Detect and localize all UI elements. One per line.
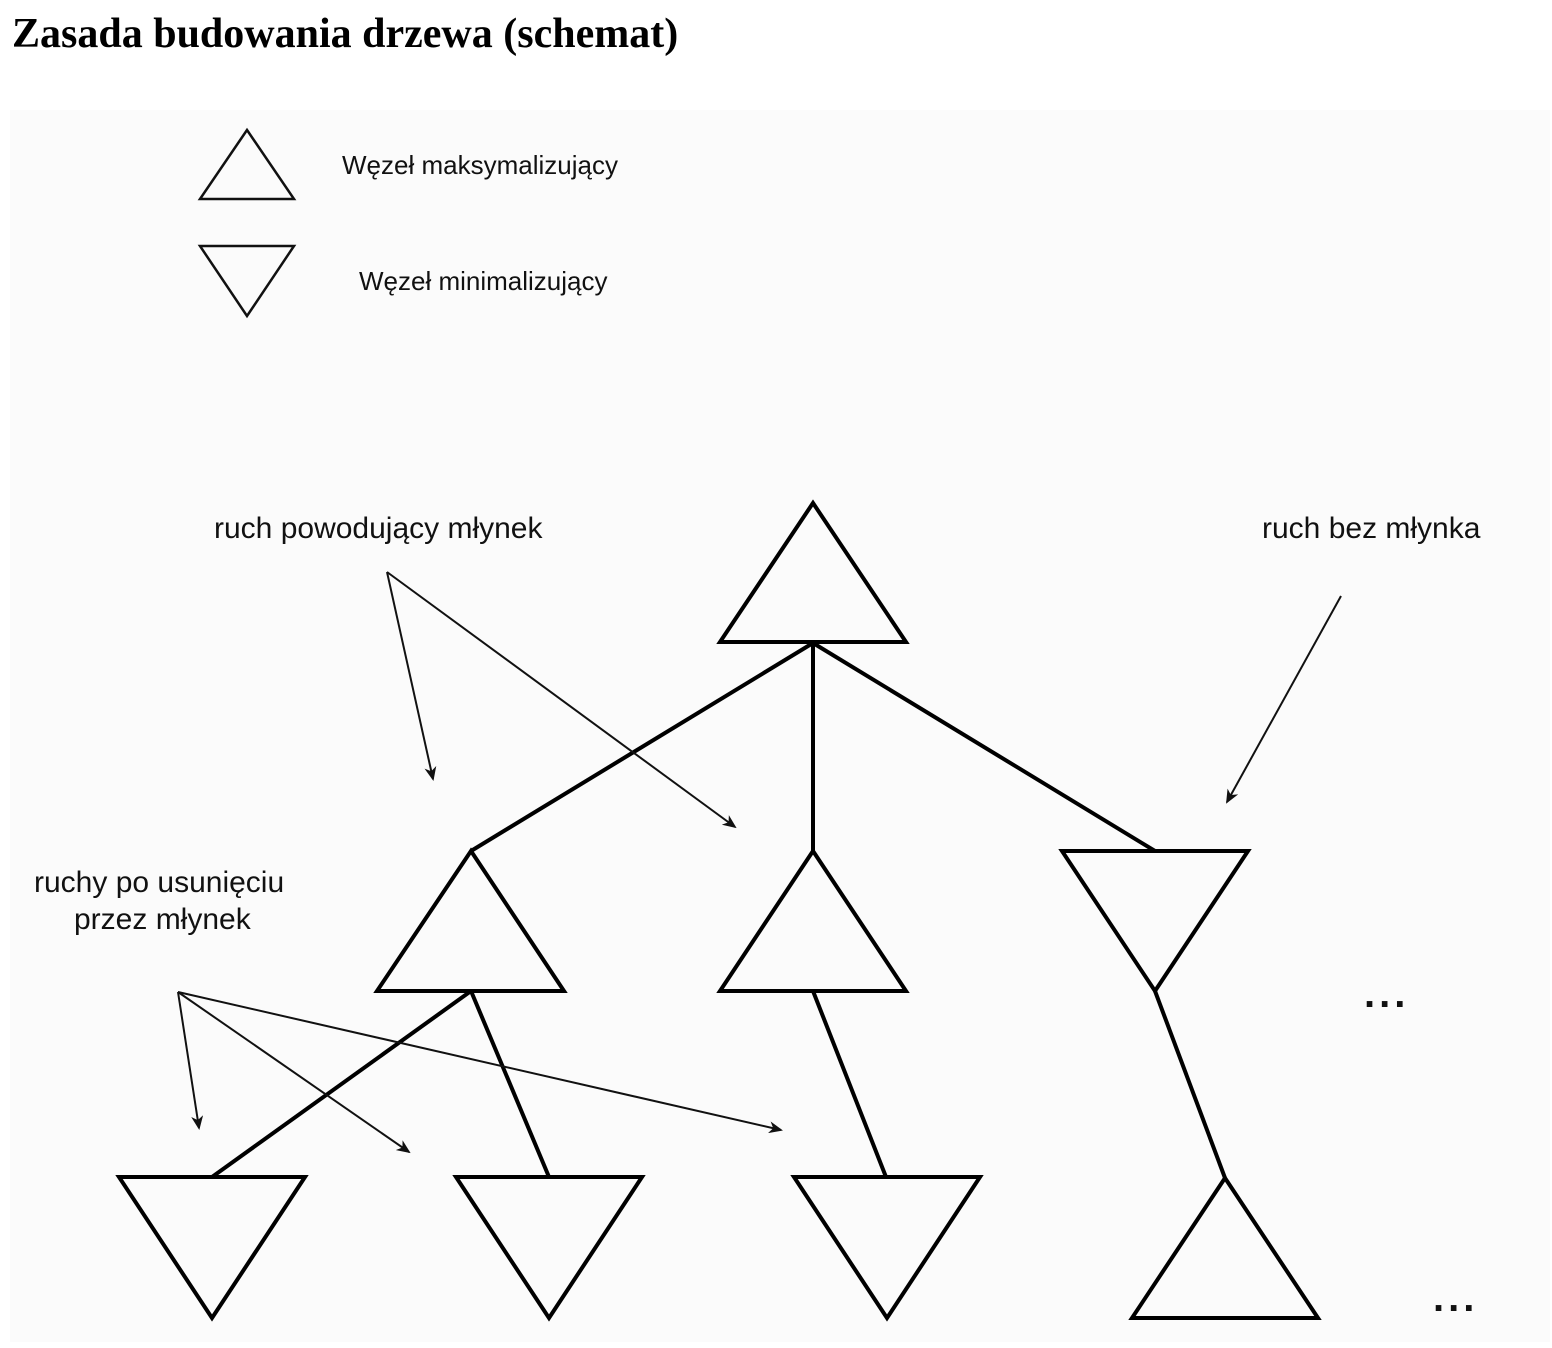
no-mill-move-label: ruch bez młynka <box>1262 512 1481 545</box>
ellipsis-level2: ... <box>1433 1276 1478 1320</box>
legend-min-triangle-icon <box>197 244 297 319</box>
edge-root-left <box>469 641 815 853</box>
edge-left-child1 <box>210 989 473 1179</box>
level1-max-node-left <box>373 847 568 993</box>
removal-arrow-1 <box>177 991 204 1130</box>
removal-arrow-2 <box>177 991 411 1154</box>
mill-move-arrow-2 <box>386 571 737 829</box>
level1-max-node-middle <box>716 847 910 993</box>
removal-moves-label-line1: ruchy po usunięciu <box>34 866 284 899</box>
edge-right-child <box>1153 990 1227 1179</box>
level2-min-node-2 <box>452 1175 646 1322</box>
edge-root-right <box>811 641 1157 853</box>
removal-moves-label-line2: przez młynek <box>74 903 252 936</box>
page-title: Zasada budowania drzewa (schemat) <box>12 11 679 57</box>
edge-left-child2 <box>469 990 551 1178</box>
ellipsis-level1: ... <box>1364 972 1409 1016</box>
no-mill-move-arrow <box>1226 595 1342 804</box>
legend-min-label: Węzeł minimalizujący <box>359 266 608 296</box>
edge-middle-child <box>811 990 888 1178</box>
legend-max-label: Węzeł maksymalizujący <box>342 150 618 180</box>
mill-move-arrow-1 <box>386 571 437 781</box>
legend-max-triangle-icon <box>197 127 297 201</box>
level2-min-node-1 <box>115 1175 309 1322</box>
level1-min-node-right <box>1058 849 1252 995</box>
root-max-node <box>716 499 910 644</box>
level2-max-node-4 <box>1128 1174 1322 1320</box>
mill-move-label: ruch powodujący młynek <box>214 512 543 545</box>
removal-arrow-3 <box>177 991 783 1134</box>
level2-min-node-3 <box>790 1175 984 1322</box>
